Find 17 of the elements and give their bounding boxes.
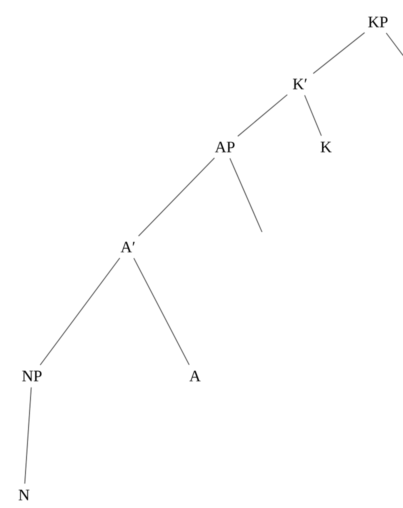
- tree-label: NP: [22, 370, 42, 382]
- branch-line: [304, 94, 322, 136]
- branch-line: [138, 157, 215, 237]
- tree-label: A: [189, 370, 201, 382]
- tree-label: KP: [368, 16, 388, 28]
- branch-line: [237, 94, 288, 137]
- branch-line: [24, 386, 32, 484]
- tree-label: K′: [292, 78, 307, 90]
- tree-label: AP: [214, 142, 235, 152]
- branch-line: [386, 32, 403, 58]
- tree-label: A′: [120, 242, 135, 252]
- branch-line: [312, 32, 366, 74]
- branch-line: [40, 258, 120, 366]
- tree-label: K: [320, 142, 332, 152]
- branch-line: [133, 258, 190, 366]
- tree-label: N: [18, 490, 30, 500]
- branch-line: [229, 158, 262, 232]
